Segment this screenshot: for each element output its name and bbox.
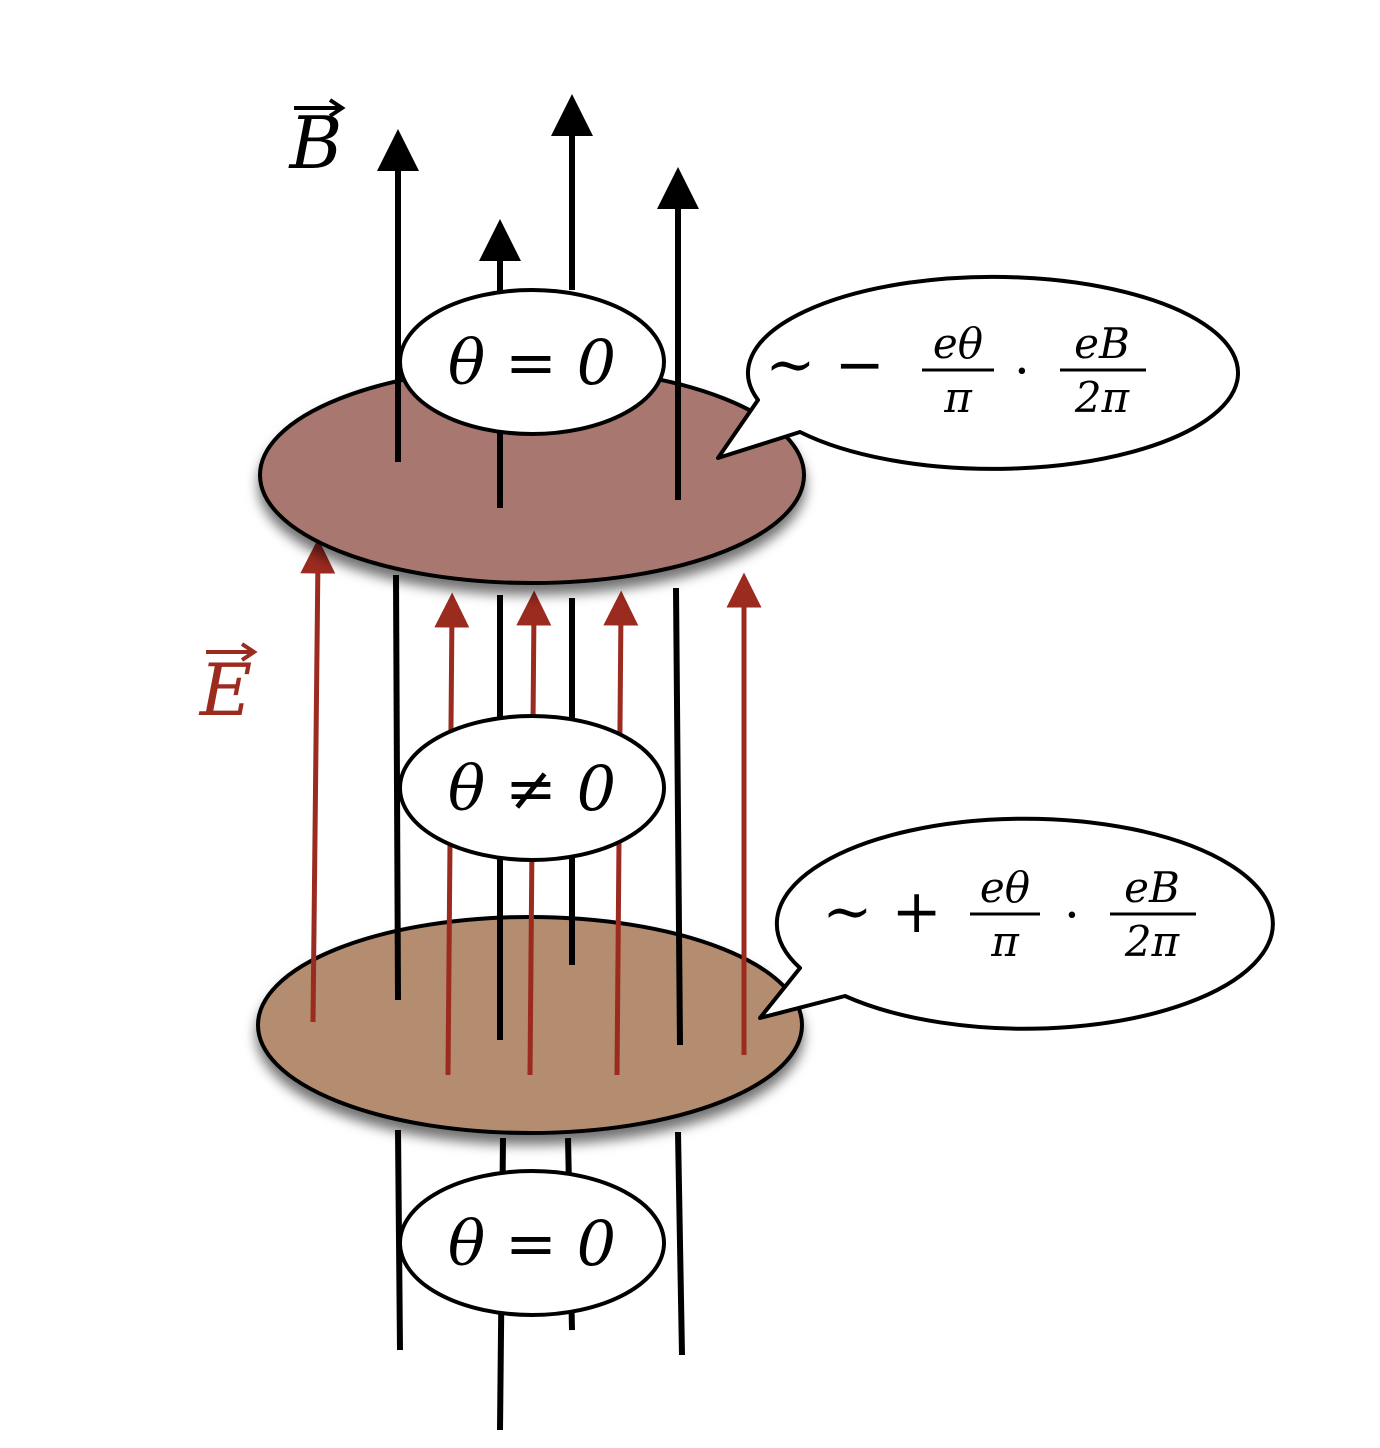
region-label-bottom: θ = 0 bbox=[448, 1207, 616, 1280]
bottom-frac1-num: eθ bbox=[980, 863, 1030, 912]
region-bubble-top: θ = 0 bbox=[398, 288, 666, 436]
b-line-lower-4 bbox=[675, 1131, 685, 1356]
top-bubble-prefix: ∼ − bbox=[765, 330, 885, 400]
bottom-frac1-den: π bbox=[990, 917, 1020, 966]
b-line-mid-4 bbox=[673, 587, 683, 1046]
top-bubble-dot: · bbox=[1014, 342, 1030, 400]
bottom-bubble-dot: · bbox=[1064, 886, 1080, 944]
e-arrow-1 bbox=[300, 538, 336, 1023]
top-frac1-num: eθ bbox=[933, 319, 983, 368]
b-field-label: B bbox=[288, 98, 346, 185]
b-vector-arrow-icon bbox=[294, 98, 346, 118]
e-symbol: E bbox=[198, 648, 253, 732]
top-frac2-den: 2π bbox=[1074, 373, 1131, 422]
top-frac2-num: eB bbox=[1074, 319, 1130, 368]
e-vector-arrow-icon bbox=[206, 642, 258, 662]
top-charge-bubble: ∼ − eθ π · eB 2π bbox=[716, 274, 1240, 471]
bottom-frac2-den: 2π bbox=[1124, 917, 1181, 966]
region-bubble-bottom: θ = 0 bbox=[398, 1169, 666, 1317]
bottom-charge-bubble: ∼ + eθ π · eB 2π bbox=[758, 816, 1275, 1031]
bottom-bubble-prefix: ∼ + bbox=[822, 877, 942, 947]
e-field-label: E bbox=[198, 642, 258, 732]
bottom-frac2-num: eB bbox=[1124, 863, 1180, 912]
region-bubble-middle: θ ≠ 0 bbox=[398, 714, 666, 862]
top-frac1-den: π bbox=[943, 373, 973, 422]
region-label-middle: θ ≠ 0 bbox=[448, 752, 616, 825]
region-label-top: θ = 0 bbox=[448, 326, 616, 399]
b-line-mid-1 bbox=[393, 574, 401, 1001]
